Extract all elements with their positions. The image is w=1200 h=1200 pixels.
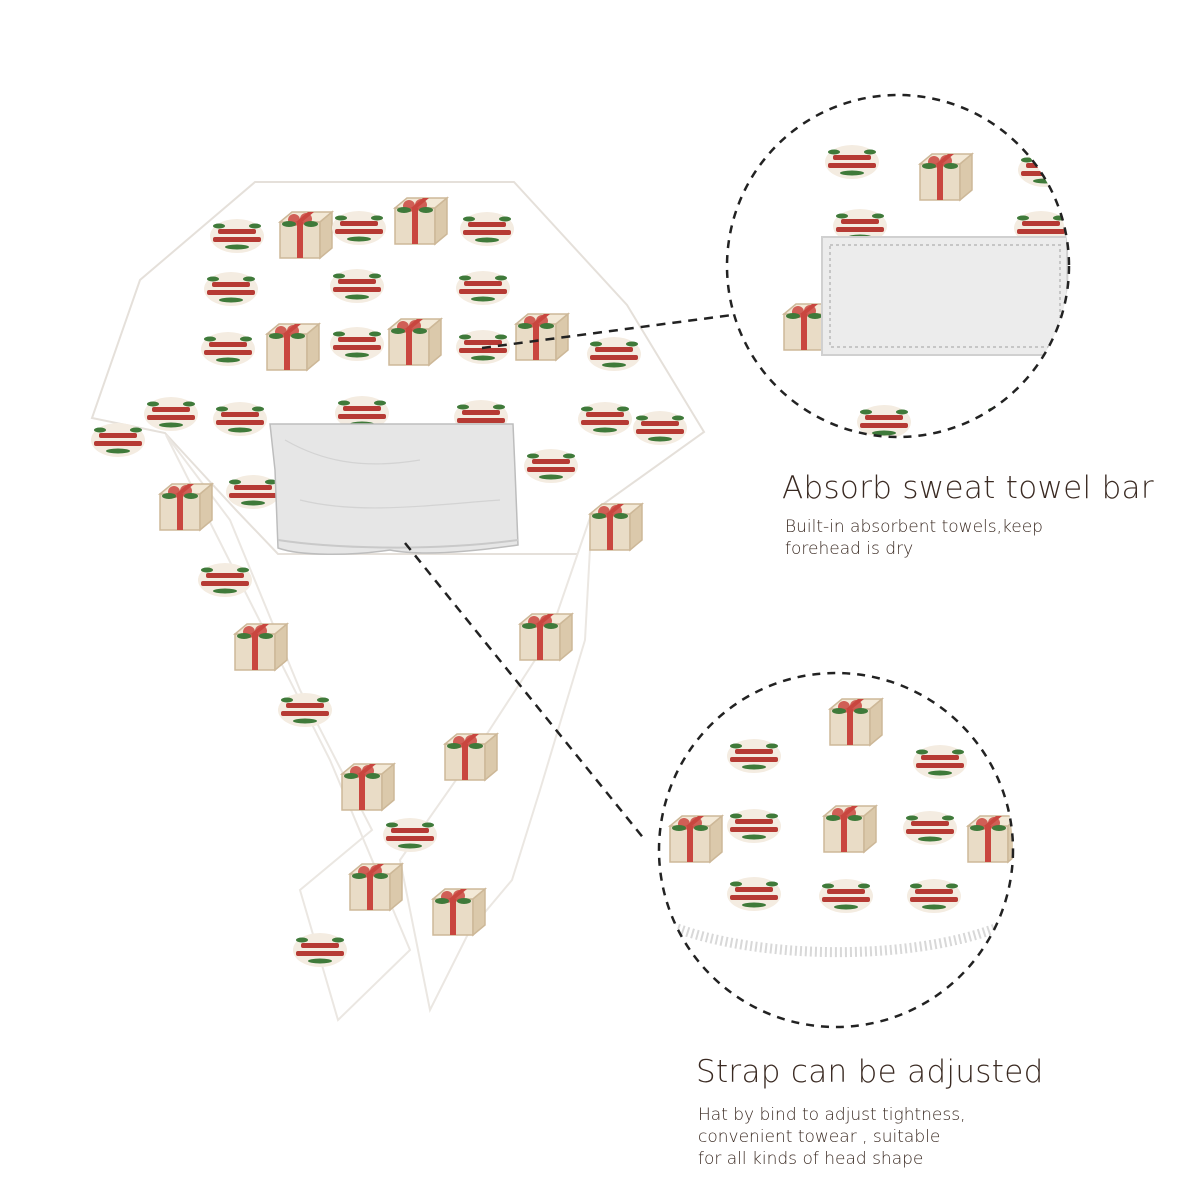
sweat-towel-bar	[269, 423, 519, 556]
strap-zoom-circle	[657, 671, 1015, 1029]
strap-description: Hat by bind to adjust tightness, conveni…	[698, 1105, 966, 1169]
towel-bar-zoom-circle	[725, 93, 1071, 439]
strap-title: Strap can be adjusted	[696, 1054, 1044, 1090]
towel-bar-description: Built-in absorbent towels,keep forehead …	[785, 517, 1043, 559]
towel-bar-title: Absorb sweat towel bar	[782, 470, 1154, 506]
scrub-cap-front	[90, 181, 706, 1022]
